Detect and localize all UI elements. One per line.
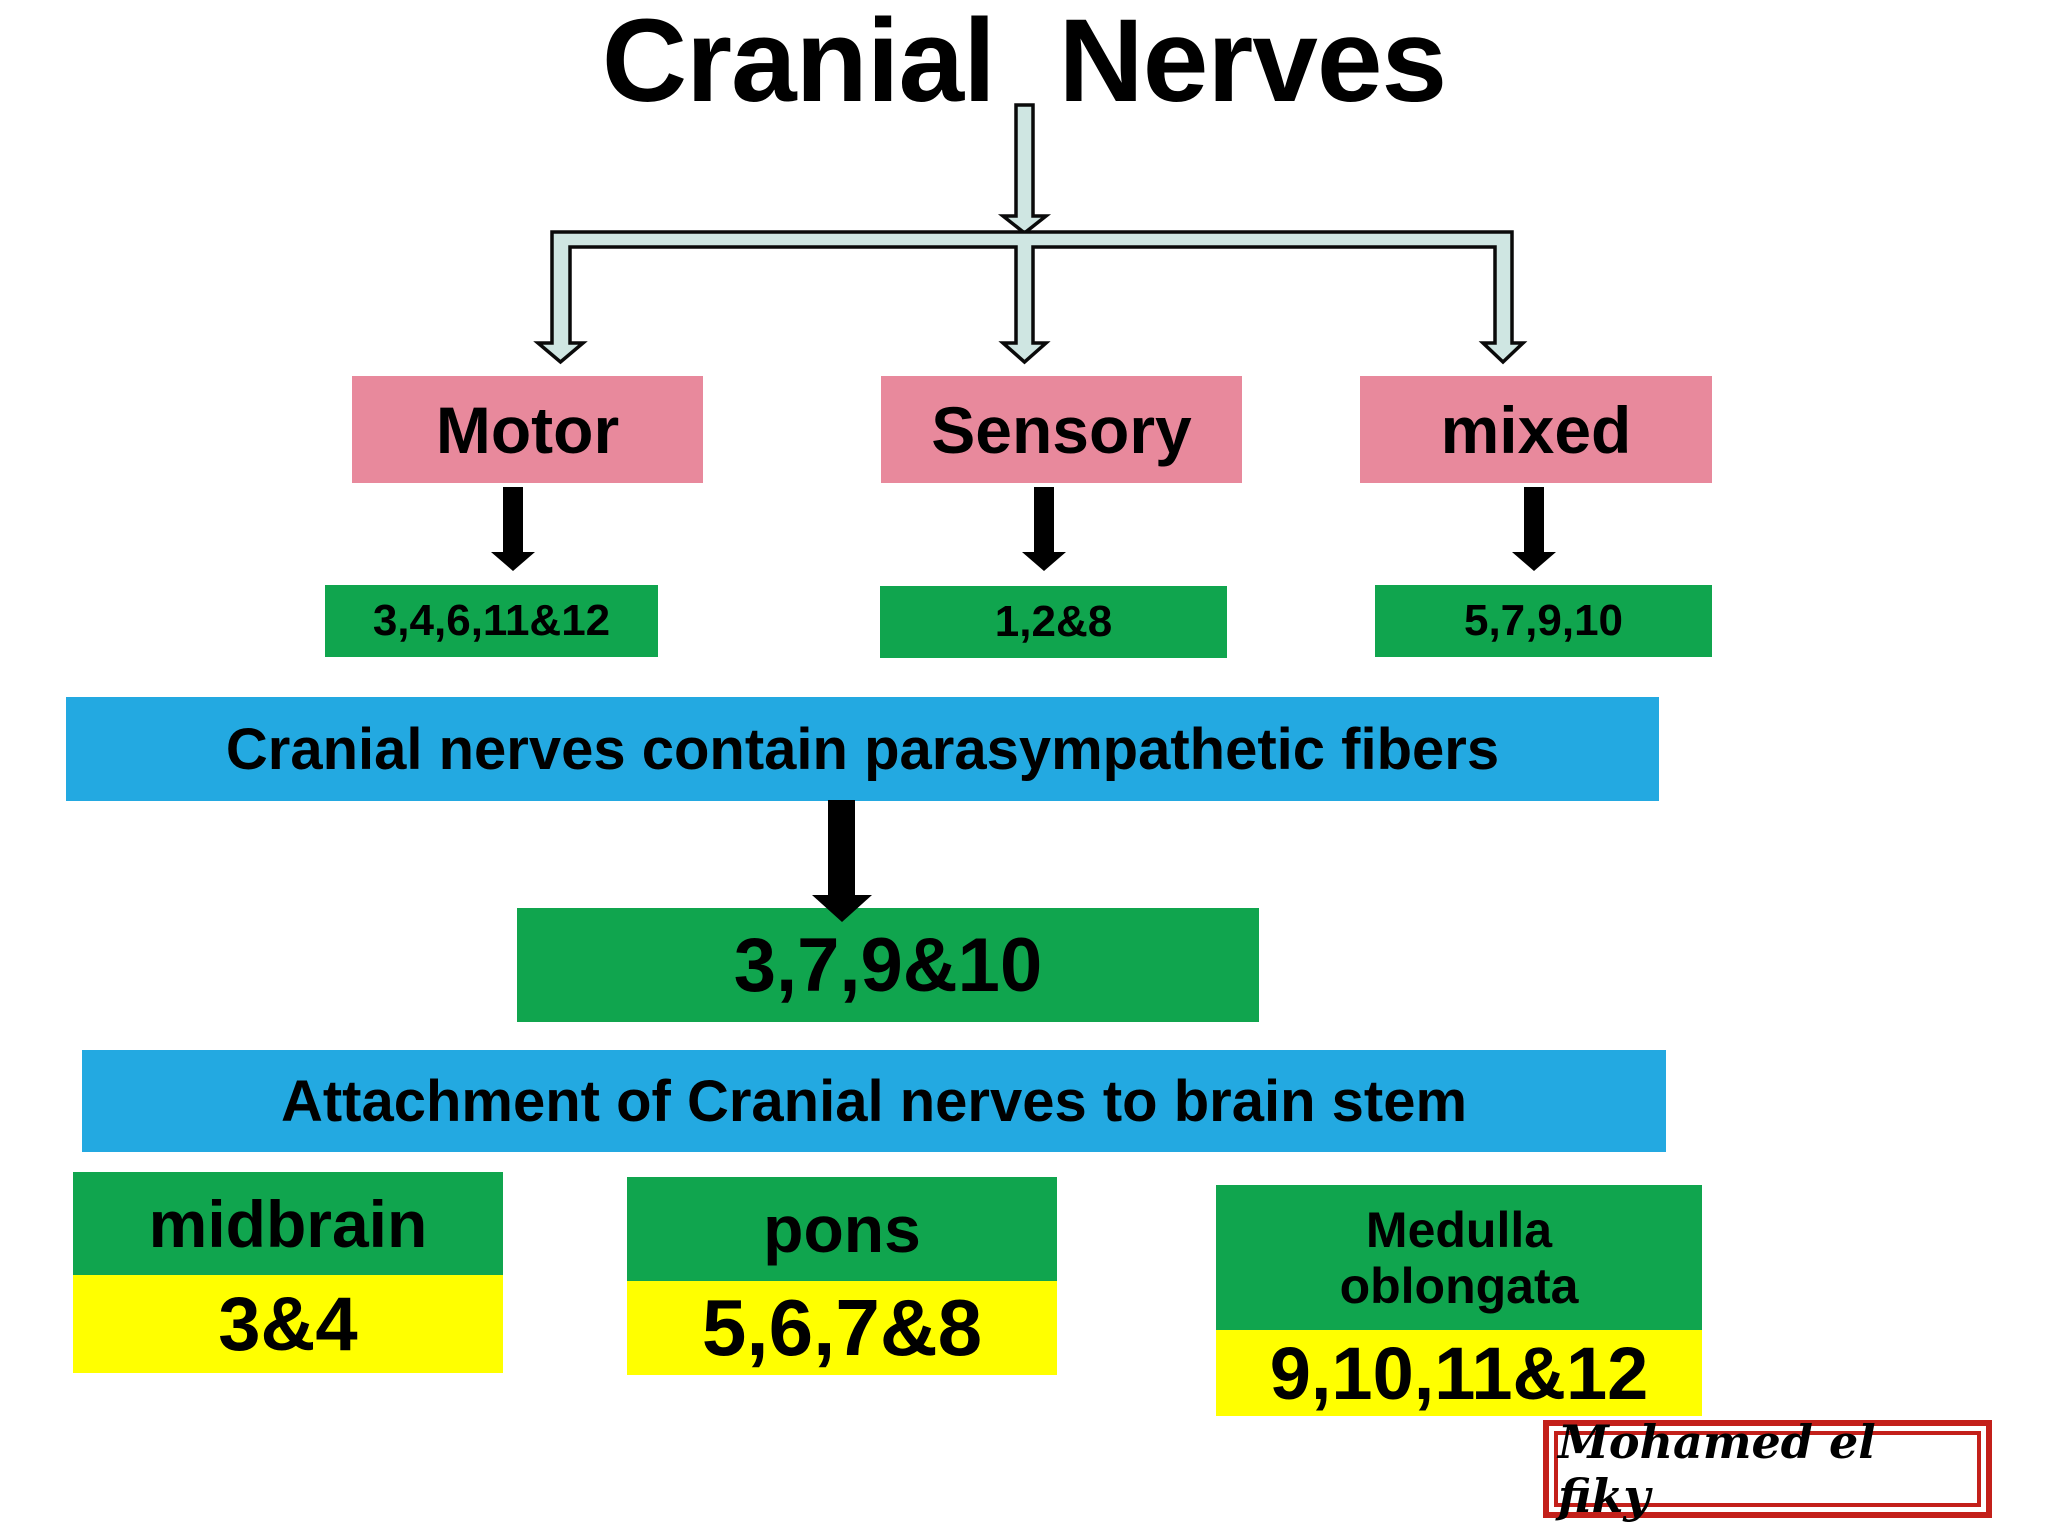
region-medulla-nerves-section: 9,10,11&12 — [1216, 1330, 1702, 1416]
attachment-banner-text: Attachment of Cranial nerves to brain st… — [280, 1068, 1468, 1134]
type-box-motor-label: Motor — [435, 392, 620, 467]
type-box-mixed-label: mixed — [1440, 392, 1632, 467]
nerves-box-motor: 3,4,6,11&12 — [325, 585, 658, 657]
nerves-box-sensory-value: 1,2&8 — [994, 597, 1113, 646]
slide-title: Cranial Nerves — [601, 0, 1447, 127]
region-midbrain-label-section: midbrain — [73, 1172, 503, 1275]
region-box-medulla: Medulla oblongata 9,10,11&12 — [1216, 1185, 1702, 1416]
motor-down-arrow — [491, 487, 535, 571]
region-pons-label-section: pons — [627, 1177, 1057, 1281]
region-midbrain-label: midbrain — [148, 1186, 428, 1261]
parasympathetic-nerves-value: 3,7,9&10 — [733, 922, 1043, 1008]
nerves-box-sensory: 1,2&8 — [880, 586, 1227, 658]
type-box-sensory: Sensory — [881, 376, 1242, 483]
region-midbrain-nerves-section: 3&4 — [73, 1275, 503, 1373]
sensory-down-arrow — [1022, 487, 1066, 571]
region-medulla-nerves: 9,10,11&12 — [1269, 1331, 1649, 1415]
attachment-banner: Attachment of Cranial nerves to brain st… — [82, 1050, 1666, 1152]
signature-text: Mohamed el fiky — [1558, 1415, 1876, 1523]
parasympathetic-nerves-box: 3,7,9&10 — [517, 908, 1259, 1022]
parasympathetic-down-arrow — [812, 800, 872, 922]
type-box-sensory-label: Sensory — [931, 392, 1192, 467]
region-box-pons: pons 5,6,7&8 — [627, 1177, 1057, 1375]
region-medulla-label: Medulla oblongata — [1339, 1201, 1579, 1314]
type-box-motor: Motor — [352, 376, 703, 483]
signature-box: Mohamed el fiky — [1543, 1415, 1992, 1523]
region-pons-nerves: 5,6,7&8 — [701, 1283, 983, 1372]
nerves-box-mixed: 5,7,9,10 — [1375, 585, 1712, 657]
nerves-box-mixed-value: 5,7,9,10 — [1463, 596, 1624, 645]
signature-inner-frame: Mohamed el fiky — [1554, 1415, 1981, 1523]
region-box-midbrain: midbrain 3&4 — [73, 1172, 503, 1373]
mixed-down-arrow — [1512, 487, 1556, 571]
region-midbrain-nerves: 3&4 — [218, 1281, 358, 1367]
type-box-mixed: mixed — [1360, 376, 1712, 483]
region-pons-nerves-section: 5,6,7&8 — [627, 1281, 1057, 1375]
region-medulla-label-section: Medulla oblongata — [1216, 1185, 1702, 1330]
parasympathetic-banner: Cranial nerves contain parasympathetic f… — [66, 697, 1659, 801]
branch-connector-arrows — [533, 230, 1528, 365]
parasympathetic-banner-text: Cranial nerves contain parasympathetic f… — [225, 716, 1500, 782]
nerves-box-motor-value: 3,4,6,11&12 — [372, 596, 611, 645]
region-pons-label: pons — [763, 1192, 921, 1266]
